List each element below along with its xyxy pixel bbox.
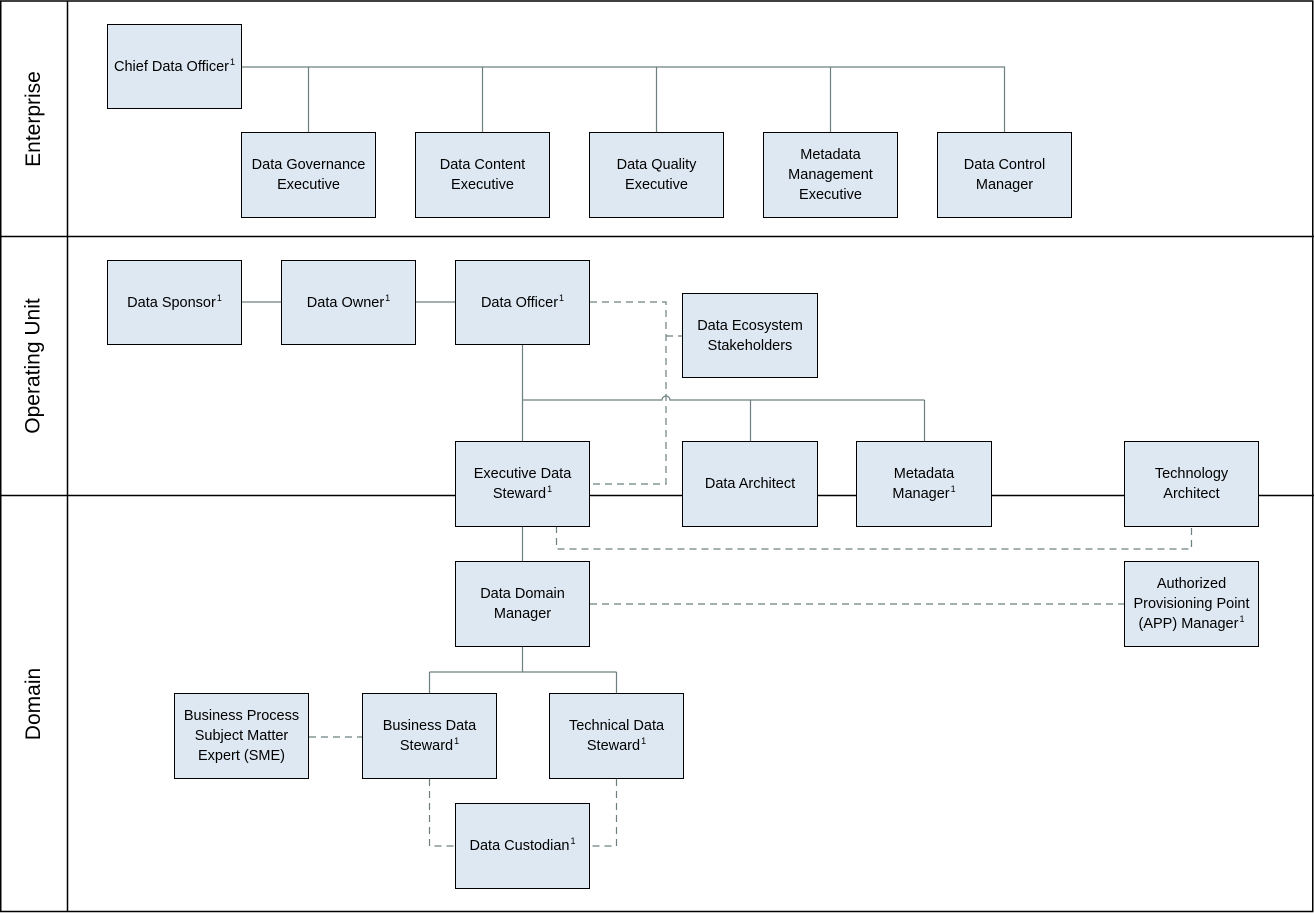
role-data-owner[interactable]: Data Owner1: [281, 260, 416, 345]
dashed-biz-steward-custodian: [428, 779, 456, 847]
role-executive-data-steward[interactable]: Executive Data Steward1: [455, 441, 590, 527]
role-data-quality-executive[interactable]: Data Quality Executive: [589, 132, 724, 218]
role-data-officer[interactable]: Data Officer1: [455, 260, 590, 345]
role-technical-data-steward[interactable]: Technical Data Steward1: [549, 693, 684, 779]
role-metadata-management-executive[interactable]: Metadata Management Executive: [763, 132, 898, 218]
role-data-governance-executive[interactable]: Data Governance Executive: [241, 132, 376, 218]
role-data-custodian[interactable]: Data Custodian1: [455, 803, 590, 889]
connector-officer-bus: [522, 395, 925, 401]
dashed-exec-steward-tech-arch: [555, 526, 1193, 550]
role-metadata-manager[interactable]: Metadata Manager1: [856, 441, 992, 527]
dashed-officer-exec-steward: [590, 301, 667, 485]
role-app-manager[interactable]: Authorized Provisioning Point (APP) Mana…: [1124, 561, 1259, 647]
role-business-process-sme[interactable]: Business Process Subject Matter Expert (…: [174, 693, 309, 779]
role-data-content-executive[interactable]: Data Content Executive: [415, 132, 550, 218]
lane-label-enterprise: Enterprise: [22, 70, 45, 167]
role-data-architect[interactable]: Data Architect: [682, 441, 818, 527]
role-technology-architect[interactable]: Technology Architect: [1124, 441, 1259, 527]
role-data-ecosystem-stakeholders[interactable]: Data Ecosystem Stakeholders: [682, 293, 818, 378]
role-data-domain-manager[interactable]: Data Domain Manager: [455, 561, 590, 647]
role-chief-data-officer[interactable]: Chief Data Officer1: [107, 24, 242, 109]
dashed-tech-steward-custodian: [590, 779, 618, 847]
role-data-control-manager[interactable]: Data Control Manager: [937, 132, 1072, 218]
role-data-sponsor[interactable]: Data Sponsor1: [107, 260, 242, 345]
lane-label-domain: Domain: [22, 667, 45, 740]
lane-label-operating-unit: Operating Unit: [22, 298, 45, 434]
role-business-data-steward[interactable]: Business Data Steward1: [362, 693, 497, 779]
